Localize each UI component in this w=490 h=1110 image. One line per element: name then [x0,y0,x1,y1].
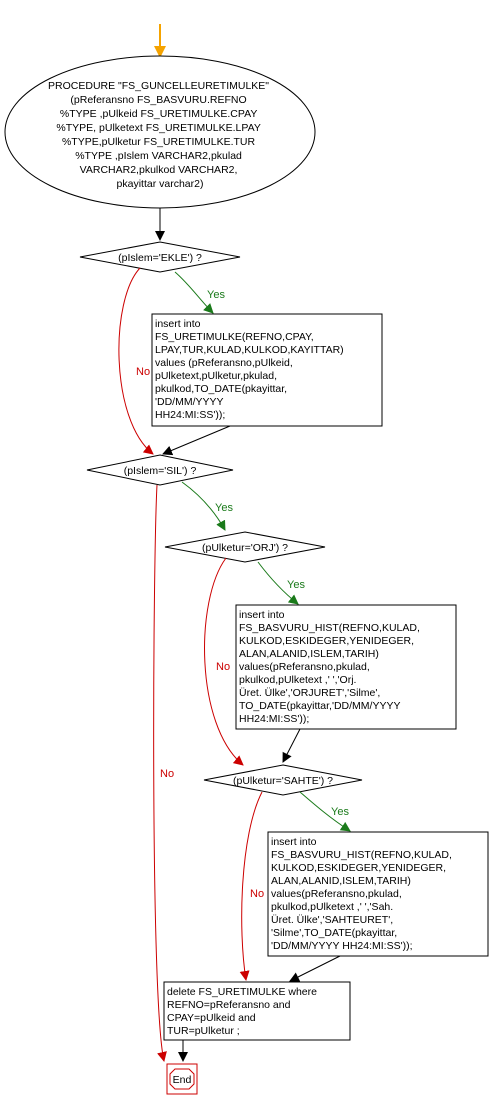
procedure-line: VARCHAR2,pkulkod VARCHAR2, [80,164,238,176]
decision-sil-label: (pIslem='SIL') ? [124,465,197,477]
edge-sil-yes [181,481,226,531]
box-line: values(pReferansno,pkulad, [239,661,370,673]
edge-orj-box-to-sahte [282,728,301,763]
box-line: ALAN,ALANID,ISLEM,TARIH) [271,875,411,887]
box-line: TO_DATE(pkayittar,'DD/MM/YYYY [239,700,400,712]
decision-ekle-label: (pIslem='EKLE') ? [118,252,202,264]
box-line: HH24:MI:SS')); [239,713,309,725]
box-line: 'Silme',TO_DATE(pkayittar, [271,927,397,939]
delete-box: delete FS_URETIMULKE where REFNO=pRefera… [163,981,351,1041]
procedure-text: PROCEDURE "FS_GUNCELLEURETIMULKE" (pRefe… [48,80,272,190]
no-label: No [216,661,230,673]
procedure-line: (pReferansno FS_BASVURU.REFNO [70,94,246,106]
procedure-line: %TYPE, pUlketext FS_URETIMULKE.LPAY [56,122,260,134]
svg-text:insert into FS_BASVURU_H: insert into FS_BASVURU_HIST(REFNO,KULAD,… [239,609,423,725]
box-line: KULKOD,ESKIDEGER,YENIDEGER, [239,635,414,647]
edge-orj-yes [257,561,299,605]
box-line: HH24:MI:SS')); [155,409,225,421]
yes-label: Yes [215,502,233,514]
box-line: pkulkod,pUlketext ,' ','Orj. [239,674,356,686]
yes-label: Yes [287,579,305,591]
box-line: 'DD/MM/YYYY HH24:MI:SS')); [271,940,413,952]
edge-insert-to-sil [162,425,231,456]
box-line: FS_URETIMULKE(REFNO,CPAY, [155,331,314,343]
decision-sahte: (pUlketur='SAHTE') ? [203,764,363,796]
box-line: delete FS_URETIMULKE where [167,986,317,998]
decision-orj-label: (pUlketur='ORJ') ? [202,542,288,554]
box-line: TUR=pUlketur ; [167,1025,240,1037]
decision-ekle: (pIslem='EKLE') ? [79,241,241,273]
svg-text:insert into FS_BASVURU_H: insert into FS_BASVURU_HIST(REFNO,KULAD,… [271,836,455,952]
procedure-line: %TYPE,pUlketur FS_URETIMULKE.TUR [62,136,256,148]
box-line: insert into [239,609,285,621]
box-line: insert into [155,318,201,330]
box-line: ALAN,ALANID,ISLEM,TARIH) [239,648,379,660]
box-line: Üret. Ülke','ORJURET','Silme', [239,687,380,699]
box-line: pkulkod,pUlketext ,' ','Sah. [271,901,393,913]
box-line: KULKOD,ESKIDEGER,YENIDEGER, [271,862,446,874]
box-line: FS_BASVURU_HIST(REFNO,KULAD, [271,849,452,861]
end-node: End [166,1063,198,1095]
yes-label: Yes [207,289,225,301]
box-line: CPAY=pUlkeid and [167,1012,256,1024]
box-line: Üret. Ülke','SAHTEURET', [271,914,393,926]
edge-sahte-yes [299,791,351,832]
procedure-line: pkayittar varchar2) [117,178,204,190]
procedure-node: PROCEDURE "FS_GUNCELLEURETIMULKE" (pRefe… [4,55,316,209]
edge-sahte-no [239,791,263,981]
procedure-line: %TYPE ,pUlkeid FS_URETIMULKE.CPAY [60,108,257,120]
edge-orj-no [204,557,244,766]
box-line: 'DD/MM/YYYY [155,396,224,408]
end-label: End [173,1074,192,1086]
box-line: insert into [271,836,317,848]
svg-text:insert into FS_URETIMULK: insert into FS_URETIMULKE(REFNO,CPAY, LP… [155,318,347,421]
box-line: values (pReferansno,pUlkeid, [155,357,293,369]
decision-orj: (pUlketur='ORJ') ? [164,531,326,563]
insert-uretimulke-box: insert into FS_URETIMULKE(REFNO,CPAY, LP… [151,313,383,427]
edge-ekle-no [118,267,154,455]
insert-hist-sahte-box: insert into FS_BASVURU_HIST(REFNO,KULAD,… [267,831,489,957]
box-line: pUlketext,pUlketur,pkulad, [155,370,277,382]
yes-label: Yes [331,806,349,818]
no-label: No [250,888,264,900]
edge-sil-no [153,484,167,1062]
svg-text:delete FS_URETIMULKE where: delete FS_URETIMULKE where REFNO=pRefera… [167,986,320,1037]
no-label: No [136,366,150,378]
box-line: pkulkod,TO_DATE(pkayittar, [155,383,287,395]
edge-sahte-box-to-delete [289,955,341,982]
decision-sil: (pIslem='SIL') ? [86,454,234,486]
box-line: LPAY,TUR,KULAD,KULKOD,KAYITTAR) [155,344,344,356]
edge-ekle-yes [174,271,214,314]
box-line: FS_BASVURU_HIST(REFNO,KULAD, [239,622,420,634]
insert-hist-orj-box: insert into FS_BASVURU_HIST(REFNO,KULAD,… [235,604,457,730]
no-label: No [160,768,174,780]
decision-sahte-label: (pUlketur='SAHTE') ? [233,775,333,787]
procedure-line: PROCEDURE "FS_GUNCELLEURETIMULKE" [48,80,269,92]
box-line: values(pReferansno,pkulad, [271,888,402,900]
box-line: REFNO=pReferansno and [167,999,291,1011]
procedure-line: %TYPE ,pIslem VARCHAR2,pkulad [75,150,242,162]
